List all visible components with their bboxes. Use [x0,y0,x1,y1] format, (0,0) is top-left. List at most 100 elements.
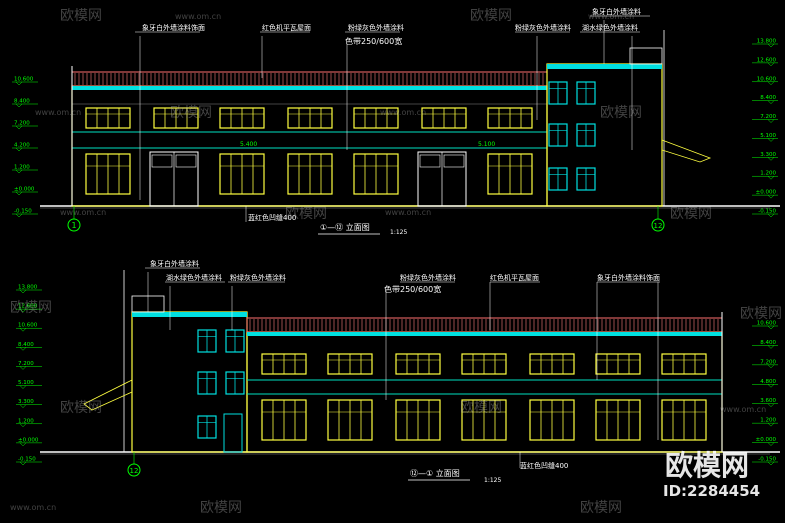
roof-tile-hatch [249,319,719,331]
level-marker [767,157,775,161]
level-label: ±0.000 [18,437,39,443]
level-label: 7.200 [760,359,776,365]
annotation: 红色机平瓦屋面 [262,23,311,32]
level-marker [15,103,23,108]
level-marker [767,364,775,369]
annotation: 粉绿灰色外墙涂料 [515,23,571,32]
elevation-scale: 1:125 [390,229,407,236]
level-label: 5.100 [760,133,776,139]
level-label: 1.200 [760,171,776,177]
level-label: 8.400 [760,95,776,101]
annotation: 色带250/600宽 [384,284,441,294]
level-marker [767,461,775,466]
watermark-brand: 欧模网 [200,500,242,516]
tower-windows [548,81,596,191]
level-marker [767,43,775,48]
elevation-title: ①—⑫ 立面图 [320,222,370,232]
level-marker [19,308,27,313]
right-level-marks: 13.80012.60010.6008.4007.2005.1003.3001.… [752,39,778,218]
level-label: 7.200 [760,114,776,120]
annotation: 粉绿灰色外墙涂料 [230,273,286,282]
level-marker [19,442,27,447]
upper-windows [85,107,533,129]
watermark-site: www.om.cn [35,108,81,117]
level-label: 10.600 [757,76,777,82]
level-marker [767,442,775,446]
watermarks: 欧模网 www.om.cn 欧模网 www.om.cn 欧模网 欧模网 www.… [10,8,782,516]
watermark-site: www.om.cn [60,208,106,217]
annotation: 5.400 [240,141,257,148]
level-marker [767,403,775,408]
level-marker [767,194,775,199]
annotation: 湖水绿色外墙涂料 [582,23,638,32]
level-label: ±0.000 [14,187,35,193]
annotation: 色带250/600宽 [345,36,402,46]
watermark-site: www.om.cn [380,108,426,117]
watermark-site: www.om.cn [10,503,56,512]
watermark-brand: 欧模网 [580,500,622,516]
level-label: -0.150 [14,209,32,215]
right-level-marks: 10.6008.4007.2004.8003.6001.200±0.000-0.… [752,321,778,466]
annotation: 红色机平瓦屋面 [490,273,539,282]
tower-windows [197,329,245,439]
level-marker [767,81,775,86]
level-label: 13.800 [757,39,777,45]
level-label: -0.150 [758,457,776,463]
level-label: 5.100 [18,380,34,386]
level-marker [15,147,23,152]
level-marker [19,289,27,294]
annotation: 象牙白外墙涂料 [150,259,199,268]
level-marker [767,138,775,142]
elevation-title: ⑫—① 立面图 [410,468,460,478]
watermark-brand: 欧模网 [740,306,782,322]
level-marker [767,422,775,427]
upper-windows [261,353,707,375]
axis-label-left: 12 [130,467,139,475]
annotation: 蓝红色凹缝400 [520,461,568,470]
level-marker [19,328,27,332]
level-label: 7.200 [18,361,34,367]
level-label: 3.300 [18,399,34,405]
watermark-brand: 欧模网 [60,400,102,416]
level-marker [15,191,23,196]
level-label: 1.200 [14,165,30,171]
level-marker [767,62,775,67]
axis-label-right: 12 [654,222,663,230]
lower-windows [85,153,533,195]
annotation: 粉绿灰色外墙涂料 [400,273,456,282]
level-marker [767,100,775,105]
level-label: 8.400 [760,340,776,346]
level-label: 13.800 [18,285,38,291]
roof-tile-hatch [74,73,544,85]
level-marker [19,404,27,409]
level-marker [15,125,23,130]
watermark-site: www.om.cn [175,12,221,21]
annotation: 蓝红色凹缝400 [248,213,296,222]
level-marker [767,325,775,330]
level-label: 7.200 [14,121,30,127]
annotation: 象牙白外墙涂料 [592,7,641,16]
level-marker [767,213,775,218]
watermark-brand: 欧模网 [460,400,502,416]
axis-label-left: 1 [71,221,76,230]
watermark-brand: 欧模网 [60,8,102,24]
level-label: -0.150 [758,209,776,215]
watermark-id: ID:2284454 [663,482,760,500]
level-label: 10.600 [14,77,34,83]
level-marker [19,366,27,370]
level-label: ±0.000 [756,190,777,196]
elevation-scale: 1:125 [484,477,501,484]
level-marker [19,385,27,389]
level-label: 8.400 [18,342,34,348]
annotation: 象牙白外墙涂料饰面 [142,23,205,32]
level-label: -0.150 [18,457,36,463]
watermark-site: www.om.cn [385,208,431,217]
level-label: 1.200 [760,418,776,424]
watermark-big-brand: 欧模网 [665,449,749,482]
watermark-brand: 欧模网 [285,206,327,222]
lower-windows [261,399,707,441]
level-label: 8.400 [14,99,30,105]
annotation: 象牙白外墙涂料饰面 [597,273,660,282]
